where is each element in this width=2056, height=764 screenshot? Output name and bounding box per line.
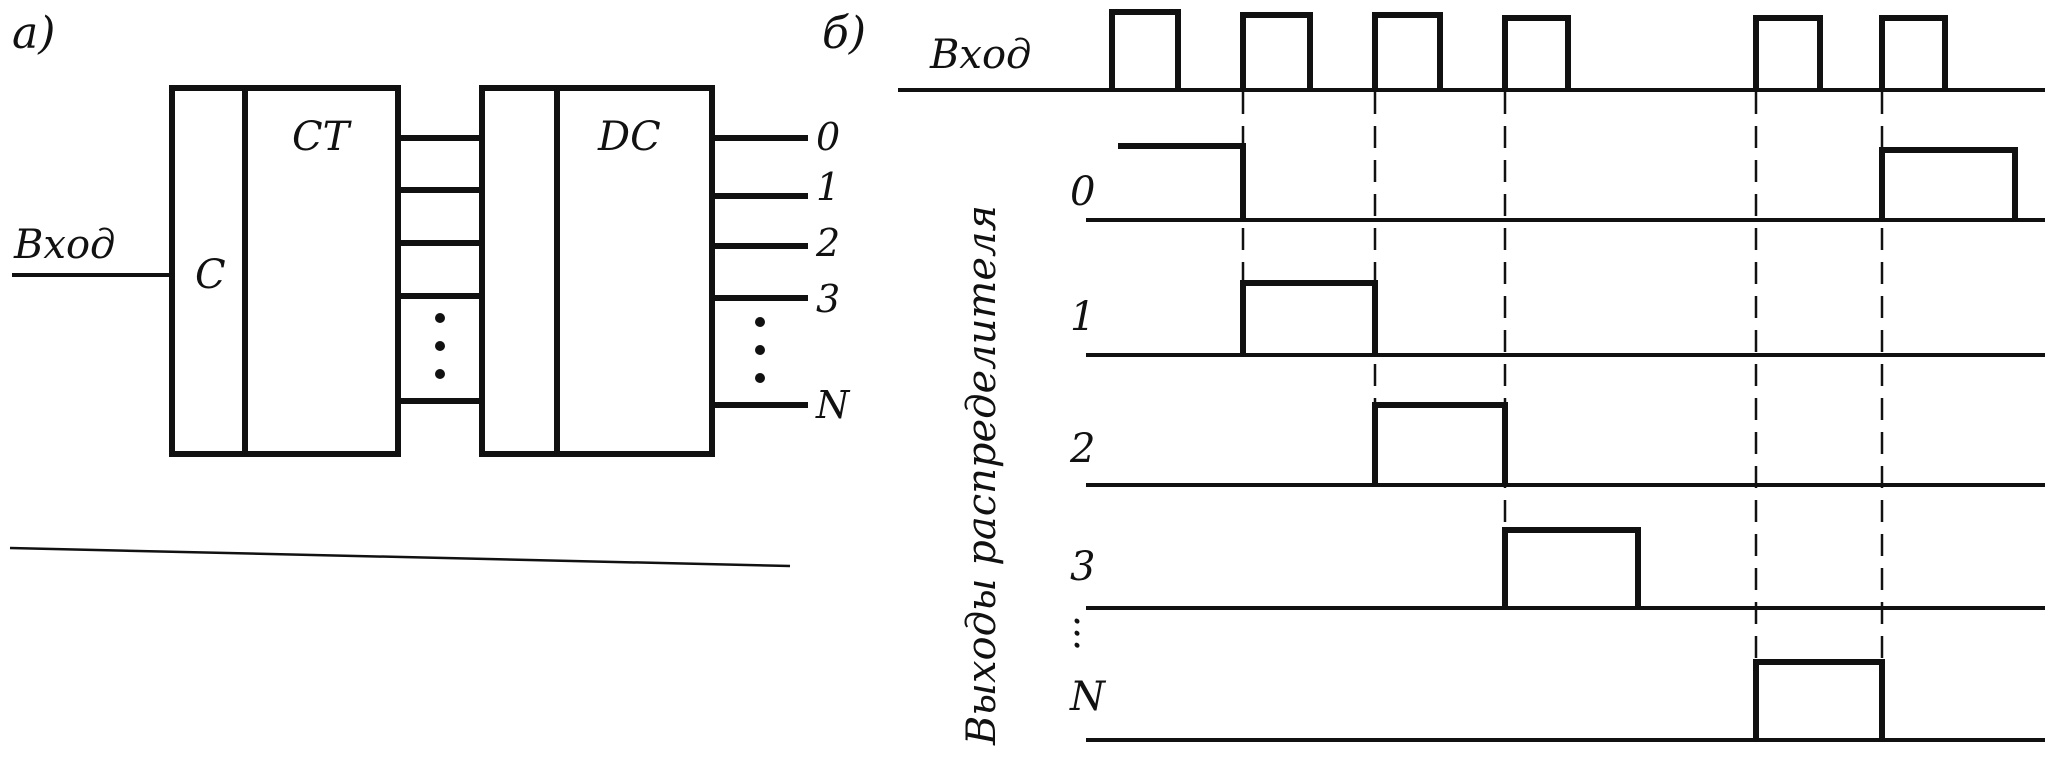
output-n-label: N [815, 383, 851, 427]
counter-label: CT [292, 114, 353, 160]
output-2-waveform [1086, 402, 2045, 487]
timing-guides [1241, 92, 1884, 740]
output-0-label: 0 [816, 115, 840, 159]
output-0-waveform [1086, 143, 2045, 222]
timing-diagram: б) Вход Выходы распределителя [822, 8, 2045, 746]
output-3-waveform [1086, 527, 2045, 610]
decoder-block [479, 85, 715, 457]
part-a-tag: а) [12, 8, 55, 59]
timing-input-label: Вход [929, 32, 1031, 78]
divider-line [9, 546, 791, 568]
row-0-label: 0 [1070, 169, 1095, 215]
row-1-label: 1 [1070, 294, 1095, 340]
counter-decoder-bus [398, 135, 482, 404]
output-3-label: 3 [816, 277, 840, 321]
row-n-label: N [1069, 674, 1107, 720]
row-3-label: 3 [1070, 544, 1095, 590]
clock-input-label: C [195, 252, 226, 298]
continuation-dots: ... [1066, 615, 1110, 651]
input-waveform [898, 9, 2045, 92]
part-b-tag: б) [822, 8, 866, 59]
output-n-waveform [1086, 659, 2045, 742]
counter-block [169, 85, 401, 457]
outputs-axis-label: Выходы распределителя [959, 205, 1005, 746]
input-label: Вход [13, 222, 115, 268]
output-1-label: 1 [816, 165, 840, 209]
row-2-label: 2 [1069, 426, 1095, 472]
decoder-label: DC [597, 114, 661, 160]
output-2-label: 2 [815, 221, 840, 265]
decoder-outputs [712, 135, 808, 408]
block-diagram: а) Вход C CT DC [9, 8, 851, 568]
output-1-waveform [1086, 280, 2045, 357]
